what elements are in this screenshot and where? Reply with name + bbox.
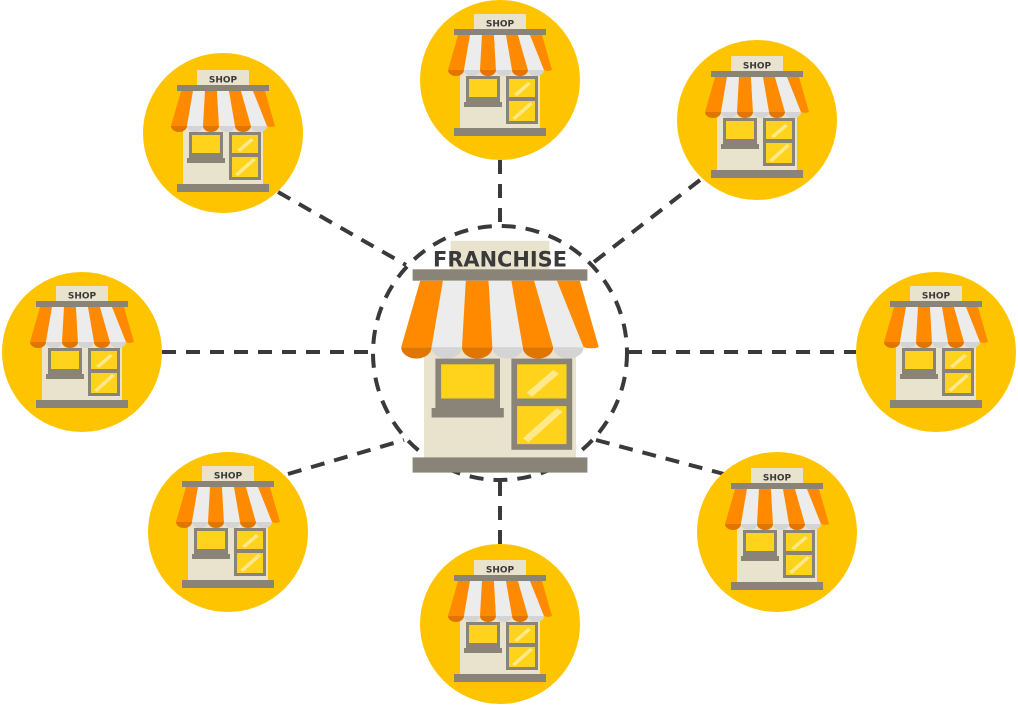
connector-lines xyxy=(162,160,856,544)
storefront-icon xyxy=(401,240,599,473)
shop-label: SHOP xyxy=(486,20,515,30)
shop-icon xyxy=(705,56,809,178)
branch-shop: SHOP xyxy=(143,53,303,213)
branch-shop: SHOP xyxy=(856,272,1016,432)
connector-line xyxy=(277,190,407,267)
shop-label: SHOP xyxy=(486,566,515,576)
hub-dashed-ring xyxy=(371,224,629,482)
franchise-label: FRANCHISE xyxy=(433,247,567,271)
connector-line xyxy=(287,438,405,476)
shop-label: SHOP xyxy=(922,292,951,302)
shop-label: SHOP xyxy=(743,62,772,72)
shop-icon xyxy=(448,14,552,136)
shop-label: SHOP xyxy=(209,76,238,86)
shop-label: SHOP xyxy=(763,474,792,484)
branch-shop: SHOP xyxy=(697,452,857,612)
shop-icon xyxy=(171,70,275,192)
shop-icon xyxy=(884,286,988,408)
shop-icon xyxy=(176,466,280,588)
shop-icon xyxy=(30,286,134,408)
connector-line xyxy=(595,438,725,476)
branch-shop: SHOP xyxy=(420,544,580,704)
shop-label: SHOP xyxy=(214,472,243,482)
branch-shop: SHOP xyxy=(420,0,580,160)
branch-shop: SHOP xyxy=(2,272,162,432)
shop-icon xyxy=(725,468,829,590)
connector-line xyxy=(592,178,702,264)
shop-icon xyxy=(448,560,552,682)
franchise-hub: FRANCHISE xyxy=(401,240,599,473)
branch-shop: SHOP xyxy=(148,452,308,612)
branch-shop: SHOP xyxy=(677,40,837,200)
shop-label: SHOP xyxy=(68,292,97,302)
